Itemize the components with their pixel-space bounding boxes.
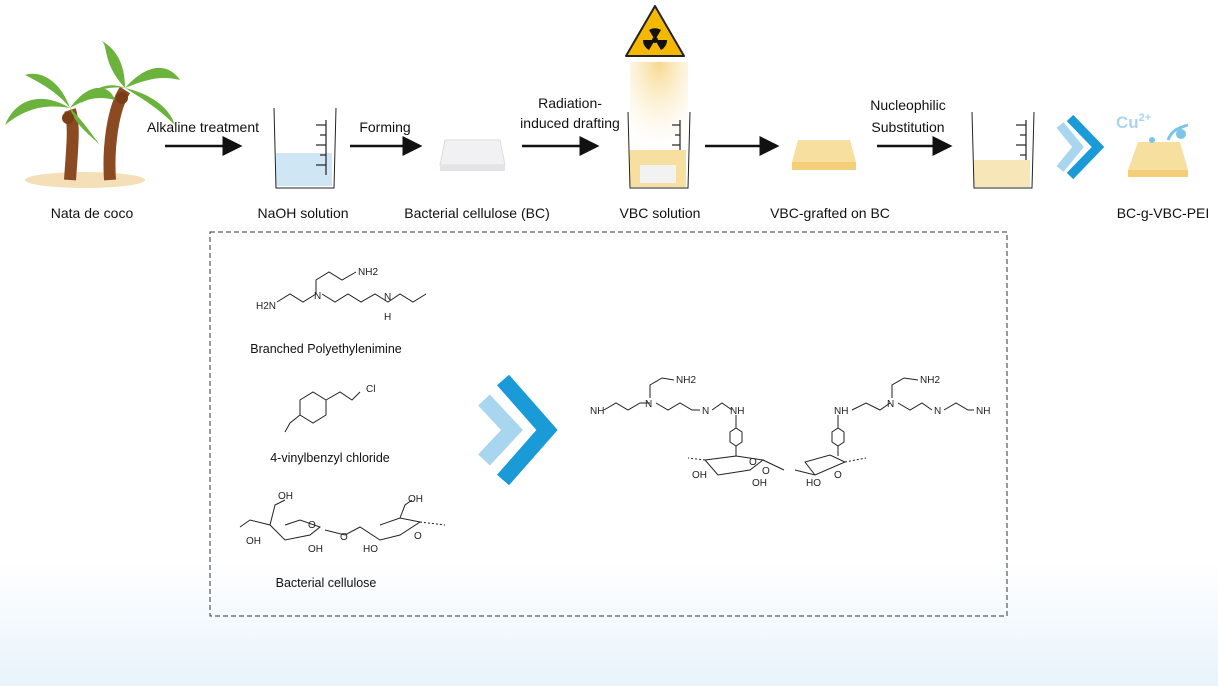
svg-text:OH: OH bbox=[752, 478, 767, 489]
step-label: BC-g-VBC-PEI bbox=[1117, 205, 1210, 221]
svg-text:NH2: NH2 bbox=[358, 267, 378, 278]
svg-text:O: O bbox=[762, 466, 770, 477]
svg-text:NH2: NH2 bbox=[676, 375, 696, 386]
arrow-label: Radiation- bbox=[538, 95, 602, 111]
svg-text:N: N bbox=[645, 399, 652, 410]
svg-text:N: N bbox=[702, 406, 709, 417]
palm-trees-icon bbox=[5, 40, 180, 188]
arrow-label: Forming bbox=[359, 119, 410, 135]
svg-text:H: H bbox=[384, 312, 391, 323]
grafted-sheet-icon bbox=[792, 140, 856, 170]
svg-text:NH: NH bbox=[834, 406, 848, 417]
svg-text:N: N bbox=[314, 291, 321, 302]
svg-text:NH2: NH2 bbox=[920, 375, 940, 386]
beaker-final-icon bbox=[971, 111, 1035, 189]
svg-text:N: N bbox=[384, 292, 391, 303]
svg-text:NH: NH bbox=[730, 406, 744, 417]
svg-text:O: O bbox=[414, 531, 422, 542]
arrow-label: induced drafting bbox=[520, 115, 620, 131]
svg-text:O: O bbox=[340, 532, 348, 543]
adsorbent-sheet-icon bbox=[1128, 123, 1189, 177]
svg-text:HO: HO bbox=[363, 544, 378, 555]
beaker-icon bbox=[273, 107, 337, 189]
reagent-name: Branched Polyethylenimine bbox=[250, 342, 402, 356]
beaker-irradiated-icon bbox=[627, 111, 691, 189]
reagent-name: 4-vinylbenzyl chloride bbox=[270, 451, 390, 465]
step-label: Nata de coco bbox=[51, 205, 134, 221]
svg-text:O: O bbox=[749, 457, 757, 468]
arrow-label: Alkaline treatment bbox=[147, 119, 259, 135]
reagent-name: Bacterial cellulose bbox=[276, 576, 377, 590]
arrow-label: Substitution bbox=[871, 119, 944, 135]
svg-text:O: O bbox=[308, 520, 316, 531]
svg-text:NH: NH bbox=[590, 406, 604, 417]
radiation-hazard-icon bbox=[625, 5, 688, 162]
svg-text:Cl: Cl bbox=[366, 384, 375, 395]
svg-text:OH: OH bbox=[246, 536, 261, 547]
svg-text:H2N: H2N bbox=[256, 301, 276, 312]
arrow-label: Nucleophilic bbox=[870, 97, 945, 113]
svg-text:OH: OH bbox=[408, 494, 423, 505]
svg-text:OH: OH bbox=[692, 470, 707, 481]
reaction-chevron-icon bbox=[478, 374, 558, 486]
svg-text:O: O bbox=[834, 470, 842, 481]
step-label: VBC solution bbox=[620, 205, 701, 221]
copper-ion-label: Cu2+ bbox=[1116, 112, 1151, 132]
svg-text:NH: NH bbox=[976, 406, 990, 417]
svg-text:N: N bbox=[934, 406, 941, 417]
product-structure: NH N NH2 N NH OH OH O O HO O NH N NH2 N … bbox=[590, 375, 990, 489]
svg-text:HO: HO bbox=[806, 478, 821, 489]
pei-structure: H2N N NH2 N H bbox=[256, 267, 427, 323]
vbc-structure: Cl bbox=[284, 384, 375, 433]
svg-text:OH: OH bbox=[308, 544, 323, 555]
reaction-detail-box bbox=[209, 231, 1008, 617]
cellulose-sheet-icon bbox=[439, 139, 506, 171]
cellulose-structure: OH OH OH O O HO OH O bbox=[239, 491, 446, 555]
step-label: Bacterial cellulose (BC) bbox=[404, 205, 550, 221]
step-label: NaOH solution bbox=[257, 205, 348, 221]
svg-text:OH: OH bbox=[278, 491, 293, 502]
step-label: VBC-grafted on BC bbox=[770, 205, 890, 221]
double-chevron-icon bbox=[1056, 114, 1105, 180]
svg-text:N: N bbox=[887, 399, 894, 410]
